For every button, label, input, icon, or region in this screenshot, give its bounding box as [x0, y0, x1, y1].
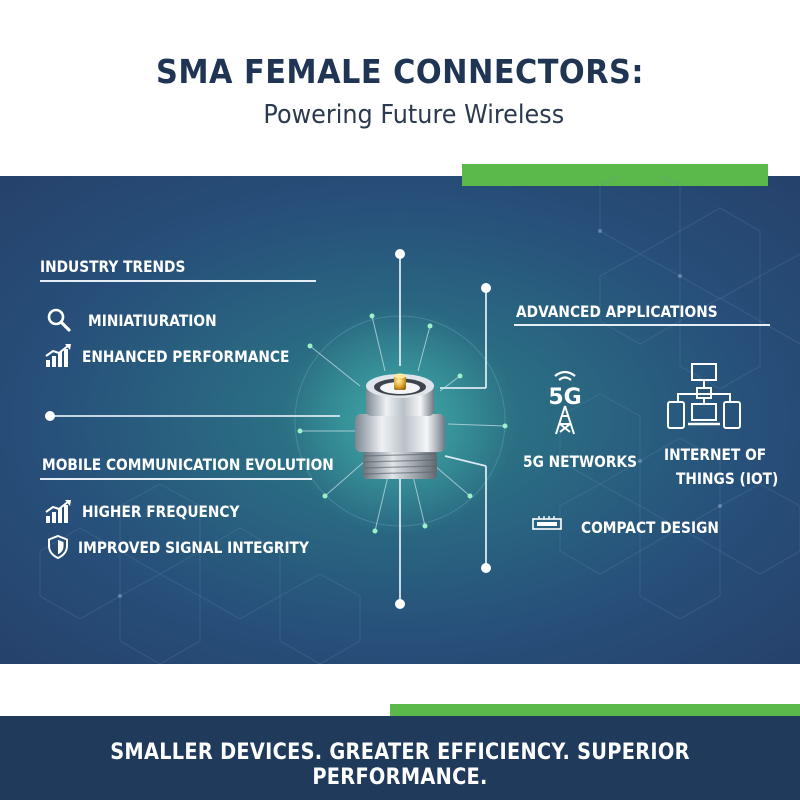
iot-devices-icon: [667, 363, 741, 429]
accent-bar-top: [462, 164, 768, 186]
footer-tagline: SMALLER DEVICES. GREATER EFFICIENCY. SUP…: [110, 740, 690, 790]
5g-tower-icon: 5G: [548, 370, 582, 435]
footer-banner: [0, 716, 800, 800]
app-iot-line2: THINGS (IOT): [676, 469, 779, 488]
industry-trends-rule: [40, 280, 316, 282]
circuit-decoration: [39, 176, 800, 664]
accent-bar-bottom: [390, 704, 800, 716]
app-iot-line1: INTERNET OF: [664, 445, 767, 464]
bar-chart-up-icon: [45, 344, 71, 367]
advanced-applications-rule: [514, 324, 770, 326]
trend-item-enhanced-performance: ENHANCED PERFORMANCE: [82, 347, 290, 366]
shield-icon: [48, 534, 68, 560]
app-compact-design: COMPACT DESIGN: [581, 518, 719, 537]
magnifier-icon: [47, 308, 71, 332]
page-subtitle: Powering Future Wireless: [263, 100, 565, 130]
mobile-evolution-heading: MOBILE COMMUNICATION EVOLUTION: [42, 455, 334, 474]
advanced-applications-heading: ADVANCED APPLICATIONS: [516, 302, 718, 321]
trend-item-miniaturization: MINIATIURATION: [88, 311, 217, 330]
industry-trends-heading: INDUSTRY TRENDS: [40, 257, 186, 276]
mobile-evolution-rule: [40, 478, 312, 480]
sma-connector-image: [355, 373, 445, 479]
5g-text: 5G: [548, 385, 581, 410]
evolution-item-signal-integrity: IMPROVED SIGNAL INTEGRITY: [78, 538, 309, 557]
header: [0, 0, 800, 176]
app-5g-networks: 5G NETWORKS: [523, 452, 638, 471]
chip-icon: [532, 516, 562, 530]
page-title: SMA FEMALE CONNECTORS:: [156, 52, 644, 91]
evolution-item-higher-frequency: HIGHER FREQUENCY: [82, 502, 240, 521]
bar-chart-up-icon: [45, 500, 71, 523]
